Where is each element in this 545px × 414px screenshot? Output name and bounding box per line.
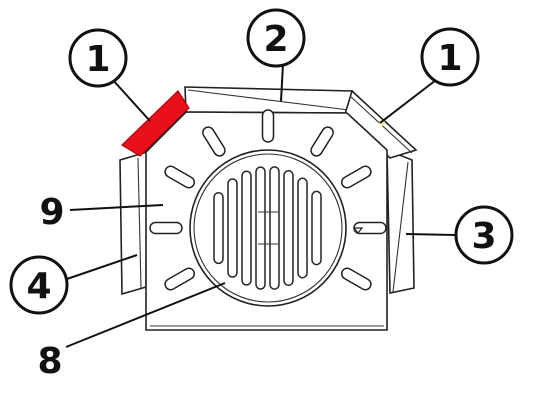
grate-bar — [255, 166, 266, 290]
grate-bar — [269, 166, 280, 290]
radial-slot — [340, 165, 372, 189]
left-diagonal-brick-highlighted — [121, 90, 190, 157]
grate-inner-ring — [193, 153, 343, 303]
leader-9 — [69, 204, 164, 211]
grate-bar — [297, 177, 308, 279]
grate-bar — [213, 191, 224, 265]
callout-3: 3 — [454, 205, 514, 265]
grate-bar — [283, 170, 294, 287]
right-side-panel-edge — [392, 161, 409, 293]
left-side-panel-edge — [137, 157, 142, 289]
right-side-panel — [386, 148, 415, 294]
svg-text:3: 3 — [471, 216, 496, 257]
leader-1-right — [379, 79, 437, 124]
svg-text:1: 1 — [437, 38, 462, 79]
callout-8: 8 — [37, 341, 62, 382]
radial-slot — [202, 126, 226, 157]
svg-text:2: 2 — [263, 19, 288, 60]
callout-9: 9 — [39, 192, 64, 233]
svg-text:1: 1 — [85, 39, 110, 80]
radial-slot — [149, 221, 183, 235]
callout-4: 4 — [9, 255, 69, 315]
grate-bar — [241, 170, 252, 286]
radial-slot — [164, 165, 196, 189]
grate-bars — [213, 166, 322, 290]
callout-1-right: 1 — [420, 27, 480, 87]
svg-text:9: 9 — [39, 192, 64, 233]
callout-2: 2 — [246, 8, 306, 68]
radial-slots — [149, 109, 387, 291]
callout-1-left: 1 — [68, 28, 128, 88]
radial-slot — [164, 267, 196, 291]
top-rear-panel-diagonal — [187, 89, 350, 111]
grate-small-marker — [352, 227, 364, 234]
left-side-panel — [119, 150, 148, 296]
leader-3 — [405, 233, 456, 236]
radial-slot — [261, 109, 275, 143]
svg-text:8: 8 — [37, 341, 62, 382]
grate-bar — [227, 178, 238, 278]
leader-2 — [280, 63, 284, 102]
radial-slot — [340, 267, 372, 291]
leader-1-left — [111, 78, 151, 122]
leader-4 — [63, 254, 138, 281]
leader-8 — [65, 282, 226, 348]
svg-text:4: 4 — [26, 266, 51, 307]
grate-bar — [311, 190, 322, 266]
radial-slot — [310, 126, 334, 157]
